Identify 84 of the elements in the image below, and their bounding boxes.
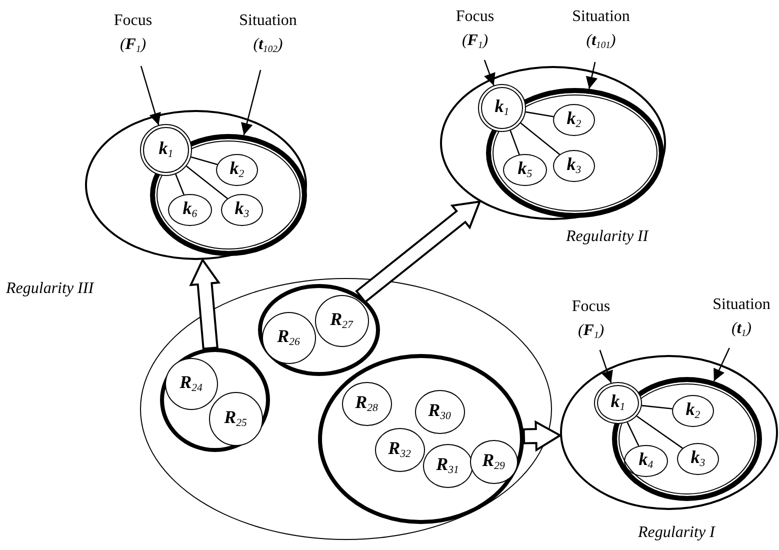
node-label: k$_{1}$ [158,139,174,161]
block-arrow [189,258,221,350]
connector-line [626,422,640,446]
arrow [713,348,730,382]
node-label: k$_{1}$ [610,392,626,414]
regularity-label: Regularity I [638,524,715,542]
node-label: R$_{27}$ [330,310,353,332]
node-label: R$_{28}$ [355,392,378,414]
element-circle [553,104,595,136]
focus-circle [140,124,192,176]
element-circle [677,443,719,475]
arrow [484,60,496,86]
connector-line [190,156,218,166]
element-circle [216,154,258,186]
node-label: k$_{2}$ [566,109,582,131]
element-circle [503,154,547,186]
callout-label: Focus [456,8,494,26]
node-label: R$_{26}$ [277,326,300,348]
node-label: k$_{3}$ [566,155,582,177]
arrow [599,350,613,384]
connector-line [510,130,520,155]
situation-ellipse [150,134,307,256]
callout-label: (t$_{1}$) [732,320,752,340]
node-label: k$_{6}$ [182,199,198,221]
group-ellipse [160,348,270,452]
node-label: R$_{29}$ [482,450,505,472]
regularity-label: Regularity III [6,280,94,298]
group-ellipse [85,110,307,260]
element-circle [208,392,262,446]
element-circle [624,445,668,477]
callout-label: (F$_{1}$) [462,32,488,52]
element-circle [221,194,263,226]
group-ellipse [318,354,524,524]
node-label: R$_{25}$ [224,408,247,430]
element-circle [164,358,218,410]
connector-line [520,122,560,155]
group-ellipse [440,66,666,220]
node-label: k$_{3}$ [234,199,250,221]
connector-line [636,416,683,449]
callout-label: (F$_{1}$) [578,322,604,342]
element-circle [342,382,392,426]
element-circle [414,390,464,434]
callout-label: Situation [712,296,770,314]
callout-label: (t$_{102}$) [253,36,283,56]
node-label: R$_{32}$ [388,438,411,460]
connector-line [526,111,554,118]
connector-line [186,166,228,199]
node-label: k$_{5}$ [518,159,532,181]
arrow [241,70,262,136]
situation-ellipse [486,88,664,218]
arrow [586,62,598,89]
callout-label: Situation [572,8,630,26]
callout-label: (F$_{1}$) [120,36,146,56]
element-circle [422,444,472,488]
node-label: k$_{4}$ [638,450,654,472]
callout-label: Focus [114,12,152,30]
callout-label: (t$_{101}$) [586,32,616,52]
element-circle [262,312,316,364]
connector-line [642,404,672,410]
block-arrow [522,420,562,452]
node-label: k$_{1}$ [494,97,510,119]
node-label: R$_{31}$ [436,454,459,476]
element-circle [168,194,212,226]
node-label: k$_{3}$ [690,448,706,470]
callout-label: Situation [239,12,297,30]
focus-circle [594,382,642,424]
element-circle [314,294,368,346]
focus-circle [478,84,526,132]
connector-line [175,174,184,195]
element-circle [470,440,518,484]
group-ellipse [560,355,778,510]
node-label: R$_{30}$ [428,400,451,422]
element-circle [672,395,714,427]
arrow [140,66,161,126]
block-arrow [355,200,482,304]
element-circle [553,150,595,182]
callout-label: Focus [572,298,610,316]
group-ellipse [258,284,380,376]
node-label: R$_{24}$ [180,372,202,394]
node-label: k$_{2}$ [230,159,244,181]
situation-ellipse [612,377,762,501]
node-label: k$_{2}$ [686,400,700,422]
regularity-label: Regularity II [566,228,648,246]
element-circle [374,428,424,472]
